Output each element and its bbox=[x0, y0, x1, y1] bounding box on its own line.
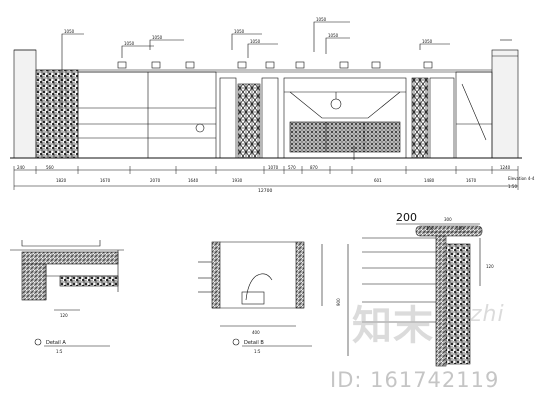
main-dimension-chain bbox=[13, 166, 519, 190]
dim-label: 570 bbox=[288, 165, 296, 170]
dim-label: 1070 bbox=[268, 165, 279, 170]
detail-a-scale: 1:5 bbox=[56, 349, 63, 354]
detail-c-dim-right: 120 bbox=[486, 264, 494, 269]
callout-label-6: 1050 bbox=[316, 17, 327, 22]
detail-c-dim-top-small: 300 bbox=[444, 217, 452, 222]
detail-a bbox=[10, 240, 124, 347]
callout-label-7: 1050 bbox=[328, 33, 339, 38]
elevation-note: Elevation 4-4 bbox=[508, 176, 535, 181]
ceiling-lights bbox=[117, 61, 433, 69]
detail-b-title: Detail B bbox=[244, 340, 264, 346]
watermark-logo: 知末 bbox=[352, 303, 434, 349]
dim-label: 240 bbox=[17, 165, 25, 170]
stone-panel bbox=[35, 69, 79, 159]
dim-label: 560 bbox=[46, 165, 54, 170]
decor-column-1 bbox=[219, 77, 237, 159]
detail-b-dimension: 400 bbox=[252, 330, 260, 335]
callout-label-8: 1050 bbox=[422, 39, 433, 44]
elevation-scale: 1:50 bbox=[508, 184, 517, 189]
callout-label-1: 1050 bbox=[64, 29, 75, 34]
decor-column-2 bbox=[411, 77, 429, 159]
cabinet-doors bbox=[289, 121, 401, 153]
detail-c-dim-b: 100 bbox=[456, 226, 464, 231]
watermark-id: ID: 161742119 bbox=[330, 368, 500, 392]
callout-label-4: 1050 bbox=[234, 29, 245, 34]
dim-label: 870 bbox=[310, 165, 318, 170]
wall-panel-left bbox=[77, 71, 217, 159]
detail-b bbox=[198, 241, 323, 347]
detail-a-dimension: 120 bbox=[60, 313, 68, 318]
dim-label: 1240 bbox=[500, 165, 511, 170]
detail-c-dim-top: 200 bbox=[396, 211, 417, 224]
left-wall bbox=[13, 49, 37, 159]
detail-c bbox=[347, 223, 483, 367]
callout-label-2: 1050 bbox=[124, 41, 135, 46]
callout-leaders bbox=[61, 21, 450, 108]
right-wall bbox=[491, 49, 519, 159]
detail-a-title: Detail A bbox=[46, 340, 66, 346]
dim-label: 1930 bbox=[232, 178, 243, 183]
watermark-latin: zhi bbox=[470, 302, 505, 327]
detail-c-dim-a: 100 bbox=[426, 226, 434, 231]
dim-label: 1480 bbox=[424, 178, 435, 183]
dim-label: 2070 bbox=[150, 178, 161, 183]
detail-b-scale: 1:5 bbox=[254, 349, 261, 354]
dim-label: 1640 bbox=[188, 178, 199, 183]
detail-c-dim-height: 900 bbox=[336, 298, 341, 306]
dim-label: 601 bbox=[374, 178, 382, 183]
callout-label-3: 1050 bbox=[152, 35, 163, 40]
main-elevation bbox=[10, 21, 522, 160]
dim-label: 1670 bbox=[466, 178, 477, 183]
callout-label-5: 1050 bbox=[250, 39, 261, 44]
total-dimension-label: 12700 bbox=[258, 188, 272, 194]
dim-label: 1670 bbox=[100, 178, 111, 183]
dim-label: 1820 bbox=[56, 178, 67, 183]
